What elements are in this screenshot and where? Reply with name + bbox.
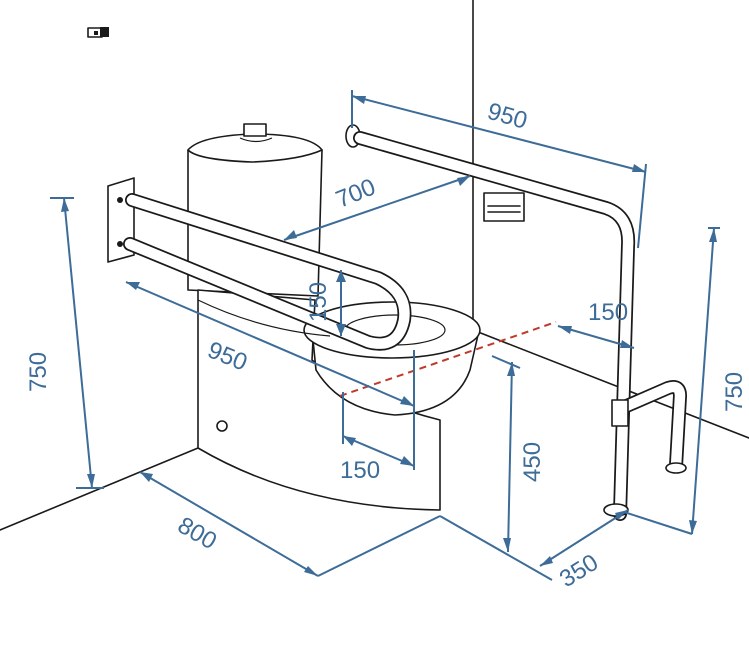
floor-right-edge	[472, 329, 749, 439]
dim-950-top: 950	[484, 98, 530, 135]
dimension-lines	[50, 90, 720, 581]
pan-button	[216, 420, 228, 432]
toilet-pan	[197, 289, 481, 511]
dim-350: 350	[555, 549, 603, 593]
dim-150-rails: 150	[305, 282, 332, 322]
wall-sensor-icon	[87, 27, 109, 38]
dim-750-right: 750	[721, 372, 748, 412]
folding-rail	[107, 177, 412, 351]
dim-800: 800	[173, 512, 221, 555]
dim-150-bowl: 150	[340, 457, 380, 484]
cistern	[187, 123, 323, 297]
dim-450: 450	[519, 442, 546, 482]
wall-rail	[345, 124, 687, 521]
dim-150-wall: 150	[588, 299, 628, 326]
toilet-roll-holder-icon	[483, 192, 525, 222]
dim-700: 700	[332, 174, 379, 214]
centerline	[339, 321, 557, 397]
dim-750-left: 750	[25, 352, 52, 392]
